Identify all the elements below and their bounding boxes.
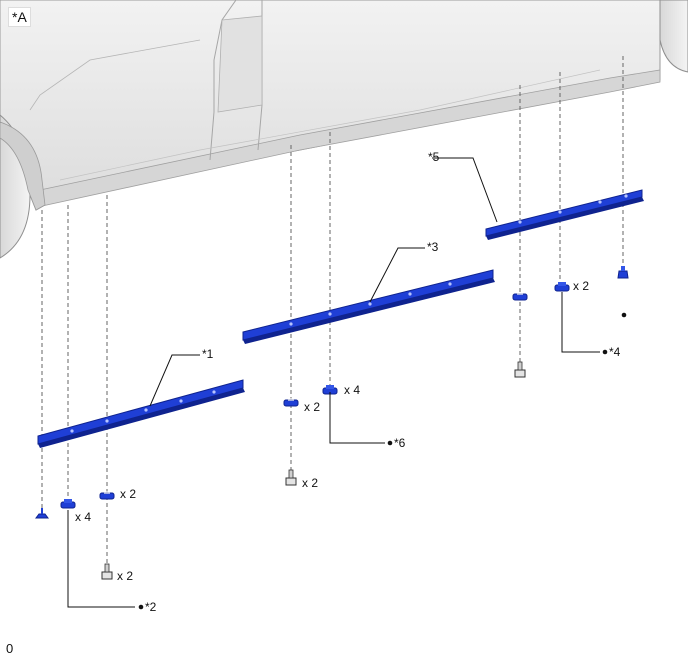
labels: *1 *3 *5 *2 *4 *6 x 4 x 2 x 2 x 2 x 4 x … [75,150,621,614]
qty-front-clip-small: x 2 [120,487,136,501]
qty-front-clip-large: x 4 [75,510,91,524]
callout-label-2: *2 [145,600,157,614]
leader-part-3 [369,247,425,303]
callout-label-4: *4 [609,345,621,359]
part-label-1: *1 [202,347,214,361]
part-label-5: *5 [428,150,440,164]
guide-lines [41,56,624,567]
qty-mid-clip-small: x 2 [304,400,320,414]
vehicle-body [0,0,688,259]
part-label-3: *3 [427,240,439,254]
qty-rear-clip: x 2 [573,279,589,293]
leader-part-5 [432,157,498,223]
leader-callout-4 [561,292,600,353]
leader-callout-6 [329,392,385,444]
figure-footer-code: 0 [6,641,14,656]
clip-small-icon [512,292,528,301]
moulding-middle [242,269,495,344]
callout-label-6: *6 [394,436,406,450]
fasteners [35,266,629,580]
qty-mid-clip-large: x 4 [344,383,360,397]
callout-dots [138,312,627,610]
clip-large-icon [60,499,76,509]
qty-mid-screw: x 2 [302,476,318,490]
leader-callout-2 [67,510,135,608]
clip-large-icon [554,282,570,292]
figure-corner-label: *A [8,7,31,27]
clip-small-icon [283,398,299,407]
leader-lines [67,157,600,608]
screw-icon [514,361,526,378]
screw-icon [285,469,297,486]
screw-icon [101,563,113,580]
qty-front-screw: x 2 [117,569,133,583]
clip-small-icon [99,491,115,500]
pin-clip-icon [35,508,49,519]
moulding-front [37,379,245,448]
pin-clip-icon [617,266,629,279]
moulding-rear [485,189,644,240]
leader-part-1 [149,354,200,407]
